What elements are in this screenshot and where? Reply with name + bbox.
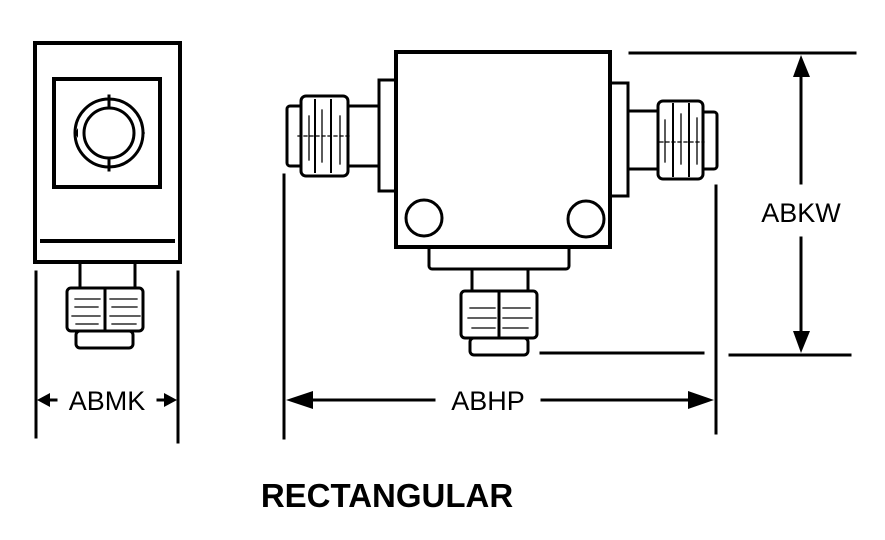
right-flange bbox=[608, 81, 630, 198]
mounting-hole-right bbox=[566, 199, 606, 239]
arrowhead-left bbox=[286, 391, 313, 409]
arrowhead-right bbox=[688, 391, 714, 409]
dimension-label-abhp: ABHP bbox=[451, 386, 525, 416]
dimension-label-abkw: ABKW bbox=[761, 198, 841, 228]
mounting-hole-left bbox=[404, 198, 444, 238]
dimension-abmk: ABMK bbox=[34, 270, 180, 444]
main-body bbox=[394, 50, 612, 249]
arrowhead-right bbox=[164, 393, 177, 407]
front-view bbox=[285, 50, 719, 357]
side-view-port-icon bbox=[73, 94, 145, 172]
arrowhead-left bbox=[37, 393, 50, 407]
side-view-face-panel bbox=[52, 77, 162, 189]
dimension-label-abmk: ABMK bbox=[69, 386, 146, 416]
right-connector bbox=[626, 99, 719, 181]
side-view-bottom-connector bbox=[65, 262, 145, 350]
bottom-connector bbox=[459, 267, 539, 357]
left-connector bbox=[285, 94, 381, 178]
side-view bbox=[33, 41, 182, 350]
diagram-title: RECTANGULAR bbox=[261, 477, 514, 514]
dimension-abkw: ABKW bbox=[539, 51, 857, 357]
dimension-abhp: ABHP bbox=[282, 173, 718, 440]
arrowhead-top bbox=[793, 55, 810, 77]
arrowhead-bottom bbox=[793, 331, 810, 353]
